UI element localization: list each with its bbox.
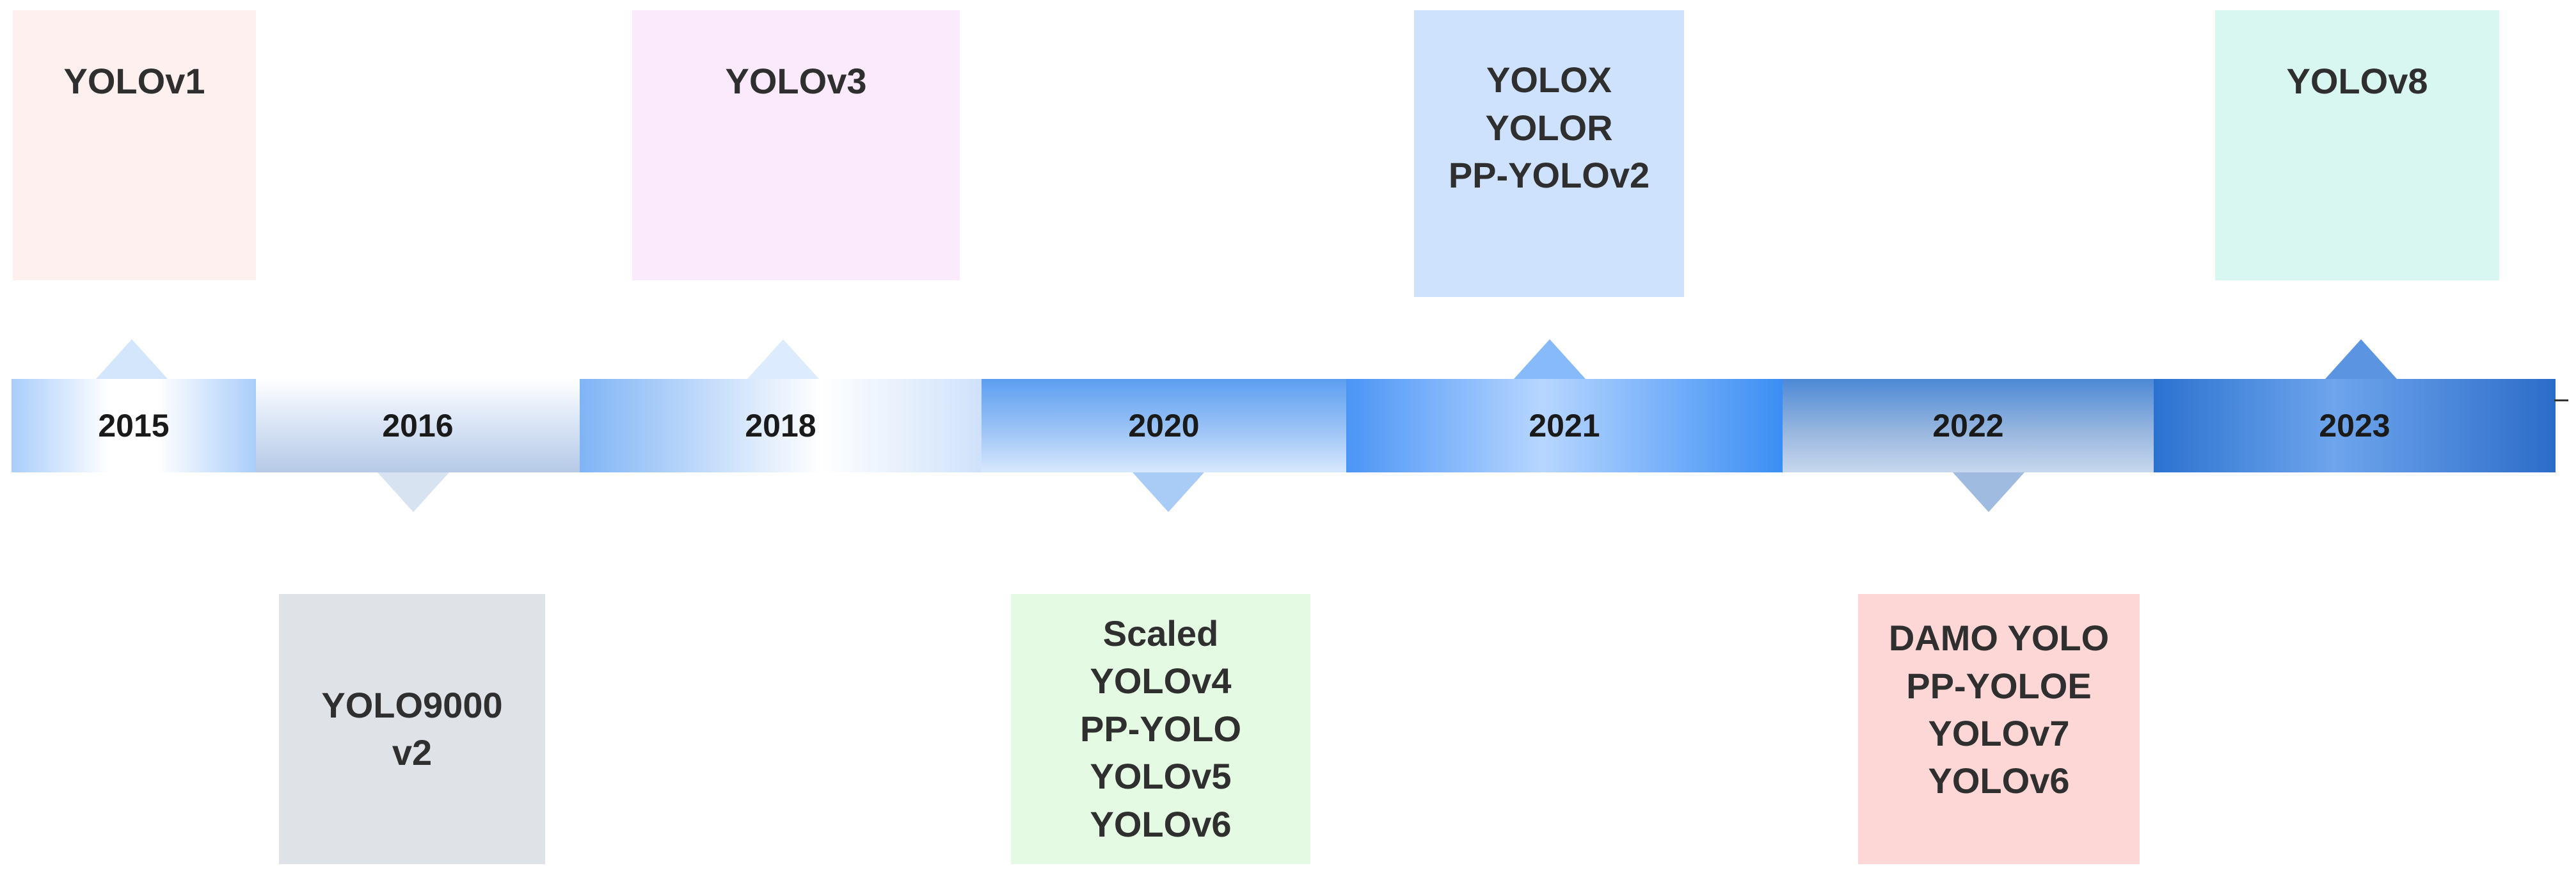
model-label-pp-yolov2: PP-YOLOv2 bbox=[1448, 155, 1650, 196]
pointer-2016 bbox=[378, 472, 449, 512]
year-label-2023: 2023 bbox=[2319, 408, 2390, 444]
pointer-2021 bbox=[1514, 339, 1586, 379]
model-label-yolox: YOLOX bbox=[1486, 60, 1612, 100]
timeline-segment-2018: 2018 bbox=[580, 379, 982, 472]
year-label-2021: 2021 bbox=[1529, 408, 1600, 444]
timeline-segment-2022: 2022 bbox=[1783, 379, 2154, 472]
model-box-2018: YOLOv3 bbox=[632, 10, 960, 280]
model-label-pp-yolo: PP-YOLO bbox=[1079, 708, 1242, 749]
model-label-yolor: YOLOR bbox=[1485, 107, 1613, 148]
model-label-yolo9000: YOLO9000 bbox=[321, 684, 503, 725]
year-label-2022: 2022 bbox=[1932, 408, 2004, 444]
model-label-v2: v2 bbox=[392, 732, 433, 773]
model-box-2023: YOLOv8 bbox=[2215, 10, 2499, 280]
model-box-2022: DAMO YOLO PP-YOLOE YOLOv7 YOLOv6 bbox=[1858, 594, 2140, 864]
timeline-segment-2016: 2016 bbox=[256, 379, 580, 472]
pointer-2018 bbox=[747, 339, 819, 379]
timeline-segment-2021: 2021 bbox=[1346, 379, 1783, 472]
timeline-segment-2020: 2020 bbox=[982, 379, 1346, 472]
pointer-2023 bbox=[2325, 339, 2397, 379]
model-box-2015: YOLOv1 bbox=[13, 10, 256, 280]
model-label-yolov1: YOLOv1 bbox=[63, 60, 205, 101]
model-label-yolov5: YOLOv5 bbox=[1090, 756, 1232, 797]
pointer-2022 bbox=[1953, 472, 2024, 512]
model-label-damo-yolo: DAMO YOLO bbox=[1888, 618, 2110, 659]
year-label-2020: 2020 bbox=[1128, 408, 1200, 444]
model-label-yolov4: YOLOv4 bbox=[1090, 661, 1232, 702]
pointer-2020 bbox=[1133, 472, 1204, 512]
year-label-2018: 2018 bbox=[745, 408, 816, 444]
model-label-yolov7: YOLOv7 bbox=[1928, 713, 2070, 753]
model-label-pp-yoloe: PP-YOLOE bbox=[1906, 665, 2092, 706]
model-label-yolov3: YOLOv3 bbox=[725, 60, 867, 101]
model-label-scaled: Scaled bbox=[1102, 613, 1219, 654]
model-box-2021: YOLOX YOLOR PP-YOLOv2 bbox=[1414, 10, 1684, 297]
year-label-2016: 2016 bbox=[382, 408, 454, 444]
model-box-2016: YOLO9000 v2 bbox=[279, 594, 545, 864]
model-box-2020: Scaled YOLOv4 PP-YOLO YOLOv5 YOLOv6 bbox=[1011, 594, 1310, 864]
year-label-2015: 2015 bbox=[98, 408, 170, 444]
pointer-2015 bbox=[96, 339, 168, 379]
timeline-segment-2015: 2015 bbox=[12, 379, 256, 472]
model-label-yolov6-2022: YOLOv6 bbox=[1928, 760, 2070, 801]
model-label-yolov6-2020: YOLOv6 bbox=[1090, 803, 1232, 844]
timeline-segment-2023: 2023 bbox=[2154, 379, 2556, 472]
timeline-end-tick bbox=[2554, 399, 2568, 401]
model-label-yolov8: YOLOv8 bbox=[2286, 60, 2428, 101]
